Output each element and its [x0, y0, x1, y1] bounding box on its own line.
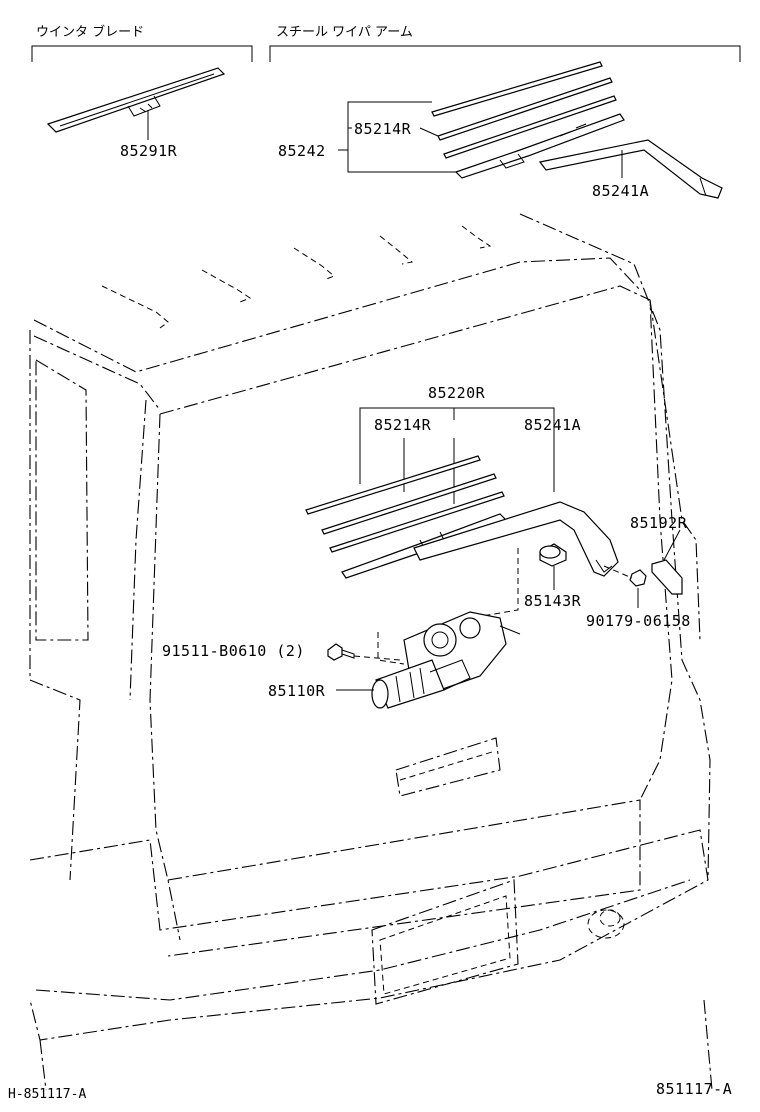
label-90179-06158: 90179-06158 — [586, 612, 691, 630]
leader-85192R — [663, 529, 681, 561]
label-85214R: 85214R — [374, 416, 432, 434]
nut-90179-drawing — [603, 565, 647, 587]
bolt-91511-drawing — [327, 643, 401, 661]
motor-85110R-drawing — [371, 611, 521, 709]
header-steel-arm-label: スチール ワイパ アーム — [276, 25, 413, 40]
label-85291R: 85291R — [120, 142, 178, 160]
label-85241A: 85241A — [524, 416, 581, 434]
header-winter-blade: ウインタ ブレード — [31, 24, 253, 62]
label-85220R: 85220R — [428, 384, 486, 402]
label-85241A-top: 85241A — [592, 182, 649, 200]
header-steel-wiper-arm: スチール ワイパ アーム — [269, 25, 741, 62]
winter-blade-drawing — [46, 67, 226, 133]
footer-left-code: H-851117-A — [8, 1087, 86, 1102]
header-winter-blade-label: ウインタ ブレード — [36, 24, 144, 40]
cap-85192R-drawing — [651, 559, 683, 595]
vehicle-body-outline — [29, 213, 713, 1091]
label-85143R: 85143R — [524, 592, 582, 610]
label-85214R-top: 85214R — [354, 120, 412, 138]
label-85192R: 85192R — [630, 514, 688, 532]
grommet-85143R-drawing — [469, 543, 567, 619]
steel-arm-drawing — [431, 61, 723, 199]
rear-blade-and-arm-drawing — [305, 455, 619, 579]
label-85242: 85242 — [278, 142, 326, 160]
footer-right-code: 851117-A — [656, 1080, 732, 1098]
bracket-85242 — [338, 101, 456, 173]
label-91511-B0610: 91511-B0610 (2) — [162, 642, 305, 660]
label-85110R: 85110R — [268, 682, 326, 700]
